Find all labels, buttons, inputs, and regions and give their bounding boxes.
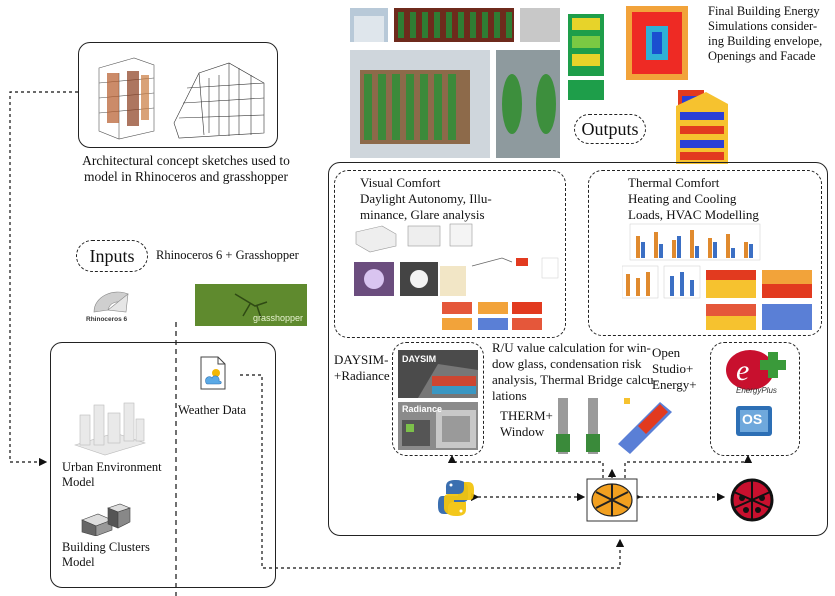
grasshopper-logo-text: grasshopper (252, 313, 303, 323)
radiance-screenshot: Radiance (398, 402, 478, 450)
energyplus-logo-text: EnergyPlus (736, 386, 777, 395)
visual-comfort-panel (334, 170, 566, 338)
inputs-label: Inputs (76, 240, 148, 272)
urban-model-label: Urban Environment Model (62, 460, 162, 489)
ladybug-icon (728, 476, 776, 524)
svg-text:e: e (736, 354, 749, 387)
sketch-to-input-connector (9, 91, 78, 467)
urban-model-illustration (70, 395, 150, 457)
energyplus-logo: e EnergyPlus (722, 346, 792, 400)
thermal-comfort-charts (621, 222, 818, 332)
sketch-illustration (98, 57, 265, 140)
therm-window-graphics (548, 394, 674, 458)
weather-data-label: Weather Data (178, 403, 247, 417)
honeybee-icon (586, 478, 638, 522)
daysim-radiance-label: DAYSIM- +Radiance (334, 352, 390, 383)
thermal-comfort-text: Thermal Comfort Heating and Cooling Load… (628, 175, 759, 222)
weather-to-analysis-connector (240, 374, 625, 569)
python-icon (436, 478, 476, 518)
building-clusters-label: Building Clusters Model (62, 540, 150, 569)
openstudio-logo: OS (734, 404, 774, 438)
outputs-label: Outputs (574, 114, 646, 144)
ladybug-to-openstudio-connector (624, 454, 753, 478)
energyplus-panel (710, 342, 800, 456)
rhino-logo-text: Rhinoceros 6 (86, 316, 128, 323)
software-label: Rhinoceros 6 + Grasshopper (156, 248, 299, 262)
input-models-panel (50, 342, 276, 588)
analysis-panel (328, 162, 828, 536)
ladybug-to-daysim-connector (447, 454, 604, 478)
openstudio-energyplus-label: Open Studio+ Energy+ (652, 345, 697, 392)
thermal-comfort-panel (588, 170, 822, 336)
facade-heatmap-small (676, 86, 728, 164)
building-clusters-illustration (78, 500, 134, 537)
daysim-radiance-panel (392, 342, 484, 456)
ru-value-text: R/U value calculation for win- dow glass… (492, 340, 658, 403)
openstudio-logo-text: OS (742, 411, 763, 427)
therm-window-label: THERM+ Window (500, 408, 553, 439)
daysim-screenshot: DAYSIM (398, 350, 478, 398)
weather-data-icon (198, 355, 228, 391)
visual-comfort-renders (352, 222, 562, 334)
daysim-logo-text: DAYSIM (402, 354, 437, 364)
visual-comfort-text: Visual Comfort Daylight Autonomy, Illu- … (360, 175, 492, 222)
radiance-logo-text: Radiance (402, 404, 443, 414)
final-simulation-caption: Final Building Energy Simulations consid… (708, 4, 823, 63)
sketch-panel (78, 42, 278, 148)
grasshopper-logo: grasshopper (195, 284, 307, 326)
building-render-strip (350, 8, 560, 158)
rhino-logo: Rhinoceros 6 (84, 282, 136, 328)
sketch-caption: Architectural concept sketches used to m… (82, 153, 290, 184)
